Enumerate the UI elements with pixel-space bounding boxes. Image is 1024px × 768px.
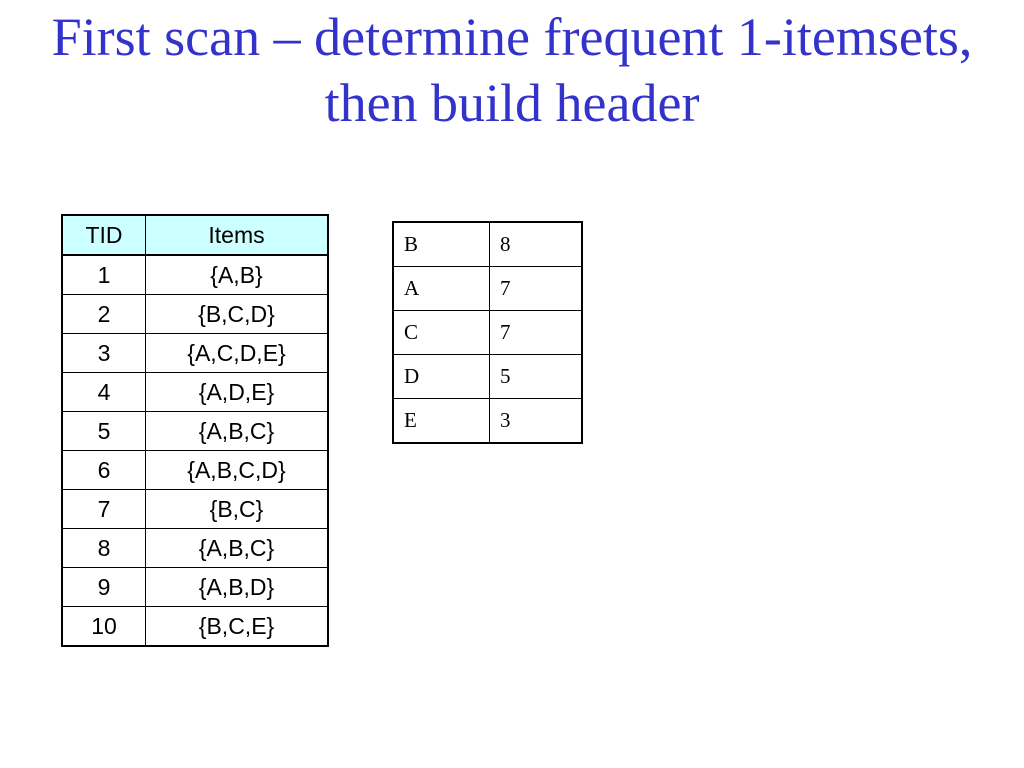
tid-cell: 10 — [61, 606, 146, 647]
count-cell: 8 — [489, 221, 583, 267]
table-row: 8 {A,B,C} — [61, 528, 329, 568]
items-cell: {A,B,C} — [145, 528, 329, 568]
table-row: 7 {B,C} — [61, 489, 329, 529]
tid-cell: 7 — [61, 489, 146, 529]
tid-cell: 1 — [61, 254, 146, 295]
item-cell: D — [392, 354, 490, 399]
table-row: 5 {A,B,C} — [61, 411, 329, 451]
item-cell: C — [392, 310, 490, 355]
tid-cell: 2 — [61, 294, 146, 334]
table-header-row: TID Items — [61, 214, 329, 256]
tid-cell: 3 — [61, 333, 146, 373]
table-row: A 7 — [392, 266, 583, 311]
tid-cell: 4 — [61, 372, 146, 412]
items-cell: {B,C} — [145, 489, 329, 529]
items-cell: {A,B,C} — [145, 411, 329, 451]
items-cell: {A,B} — [145, 254, 329, 295]
count-cell: 5 — [489, 354, 583, 399]
tid-cell: 5 — [61, 411, 146, 451]
count-cell: 7 — [489, 266, 583, 311]
column-header-tid: TID — [61, 214, 146, 256]
table-row: B 8 — [392, 221, 583, 267]
items-cell: {A,B,C,D} — [145, 450, 329, 490]
item-cell: B — [392, 221, 490, 267]
items-cell: {B,C,E} — [145, 606, 329, 647]
table-row: D 5 — [392, 354, 583, 399]
items-cell: {B,C,D} — [145, 294, 329, 334]
tid-cell: 9 — [61, 567, 146, 607]
table-row: 9 {A,B,D} — [61, 567, 329, 607]
item-cell: E — [392, 398, 490, 444]
table-row: 3 {A,C,D,E} — [61, 333, 329, 373]
header-table: B 8 A 7 C 7 D 5 E 3 — [392, 221, 583, 444]
column-header-items: Items — [145, 214, 329, 256]
table-row: E 3 — [392, 398, 583, 444]
slide-title: First scan – determine frequent 1-itemse… — [51, 7, 973, 133]
count-cell: 3 — [489, 398, 583, 444]
table-row: 2 {B,C,D} — [61, 294, 329, 334]
table-row: 10 {B,C,E} — [61, 606, 329, 647]
table-row: 4 {A,D,E} — [61, 372, 329, 412]
items-cell: {A,C,D,E} — [145, 333, 329, 373]
tid-cell: 6 — [61, 450, 146, 490]
transaction-table: TID Items 1 {A,B} 2 {B,C,D} 3 {A,C,D,E} … — [61, 214, 329, 647]
table-row: 6 {A,B,C,D} — [61, 450, 329, 490]
table-row: 1 {A,B} — [61, 254, 329, 295]
items-cell: {A,D,E} — [145, 372, 329, 412]
table-row: C 7 — [392, 310, 583, 355]
count-cell: 7 — [489, 310, 583, 355]
item-cell: A — [392, 266, 490, 311]
tid-cell: 8 — [61, 528, 146, 568]
items-cell: {A,B,D} — [145, 567, 329, 607]
